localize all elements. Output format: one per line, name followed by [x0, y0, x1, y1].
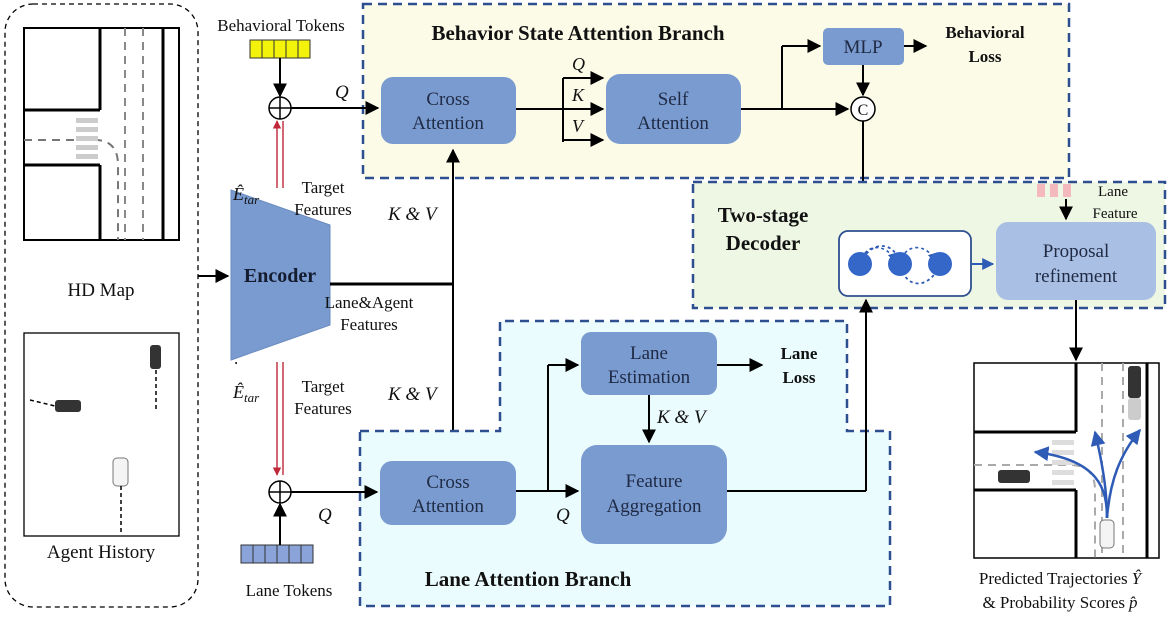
feature-aggregation-label-1: Feature [626, 471, 683, 492]
behavioral-tokens-label: Behavioral Tokens [217, 16, 344, 35]
recurrent-decoder-module [838, 230, 972, 297]
behavior-cross-attention-label-1: Cross [426, 89, 469, 110]
hd-map-image [23, 27, 180, 241]
agent-history-image [23, 332, 180, 537]
kv-label-top: K & V [387, 204, 439, 225]
behavior-cross-attention-block [381, 77, 516, 144]
lane-agent-features-2: Features [340, 315, 398, 334]
behavioral-loss-label-2: Loss [968, 47, 1001, 66]
self-attention-label-1: Self [658, 89, 689, 110]
lane-estimation-label-1: Lane [630, 343, 668, 364]
decoder-title-2: Decoder [726, 231, 801, 255]
k-label-self: K [571, 85, 585, 105]
e-tar-bottom: Êtar [232, 381, 260, 405]
input-panel [4, 3, 199, 608]
hd-map-label: HD Map [67, 280, 134, 301]
agent-history-label: Agent History [47, 542, 156, 563]
kv-label-lane: K & V [656, 407, 708, 428]
behavioral-loss-label-1: Behavioral [945, 23, 1025, 42]
lane-branch-title: Lane Attention Branch [425, 567, 632, 591]
target-features-bottom-1: Target [302, 377, 345, 396]
behavior-cross-attention-label-2: Attention [412, 113, 484, 134]
car-icon [1128, 366, 1141, 398]
proposal-label-1: Proposal [1043, 241, 1110, 262]
encoder-label: Encoder [244, 265, 316, 287]
target-features-top-1: Target [302, 178, 345, 197]
lane-feature-tokens [1037, 184, 1071, 197]
car-icon [998, 470, 1030, 483]
self-attention-label-2: Attention [637, 113, 709, 134]
lane-feature-label-1: Lane [1098, 184, 1128, 200]
v-label-self: V [572, 116, 585, 136]
lane-cross-attention-label-2: Attention [412, 496, 484, 517]
concat-label: C [858, 102, 869, 119]
q-label-self: Q [572, 54, 585, 74]
behavioral-tokens [249, 39, 311, 59]
add-operator-top [268, 96, 292, 120]
lane-estimation-label-2: Estimation [608, 367, 691, 388]
car-icon [55, 400, 81, 412]
lane-agent-features-1: Lane&Agent [325, 293, 414, 312]
lane-loss-label-2: Loss [782, 368, 815, 387]
lane-tokens [240, 544, 314, 564]
lane-tokens-label: Lane Tokens [246, 581, 333, 600]
feature-aggregation-block [581, 445, 727, 544]
behavior-branch-title: Behavior State Attention Branch [431, 21, 724, 45]
decoder-title-1: Two-stage [718, 203, 809, 227]
proposal-refinement-block [996, 222, 1156, 300]
car-icon [112, 457, 129, 487]
predicted-trajectories-image [973, 362, 1160, 559]
encoder-block [230, 189, 331, 361]
q-label-top: Q [335, 82, 349, 103]
self-attention-block [606, 74, 741, 144]
mlp-label: MLP [843, 37, 882, 58]
feature-aggregation-label-2: Aggregation [607, 496, 702, 517]
target-features-bottom-2: Features [294, 399, 352, 418]
mlp-block [823, 28, 904, 65]
add-operator-bottom [268, 480, 292, 504]
lane-cross-attention-label-1: Cross [426, 472, 469, 493]
car-icon [150, 345, 161, 369]
target-features-top-2: Features [294, 200, 352, 219]
lane-feature-label-2: Feature [1093, 206, 1138, 222]
car-icon [1099, 519, 1115, 549]
e-tar-top: Êtar [232, 183, 260, 207]
lane-cross-attention-block [380, 461, 516, 525]
kv-label-bottom: K & V [387, 384, 439, 405]
proposal-label-2: refinement [1035, 266, 1118, 287]
dot-mark: . [234, 349, 238, 368]
q-label-aggregation: Q [556, 505, 570, 526]
q-label-bottom: Q [318, 505, 332, 526]
lane-estimation-block [581, 332, 717, 395]
lane-loss-label-1: Lane [781, 344, 818, 363]
